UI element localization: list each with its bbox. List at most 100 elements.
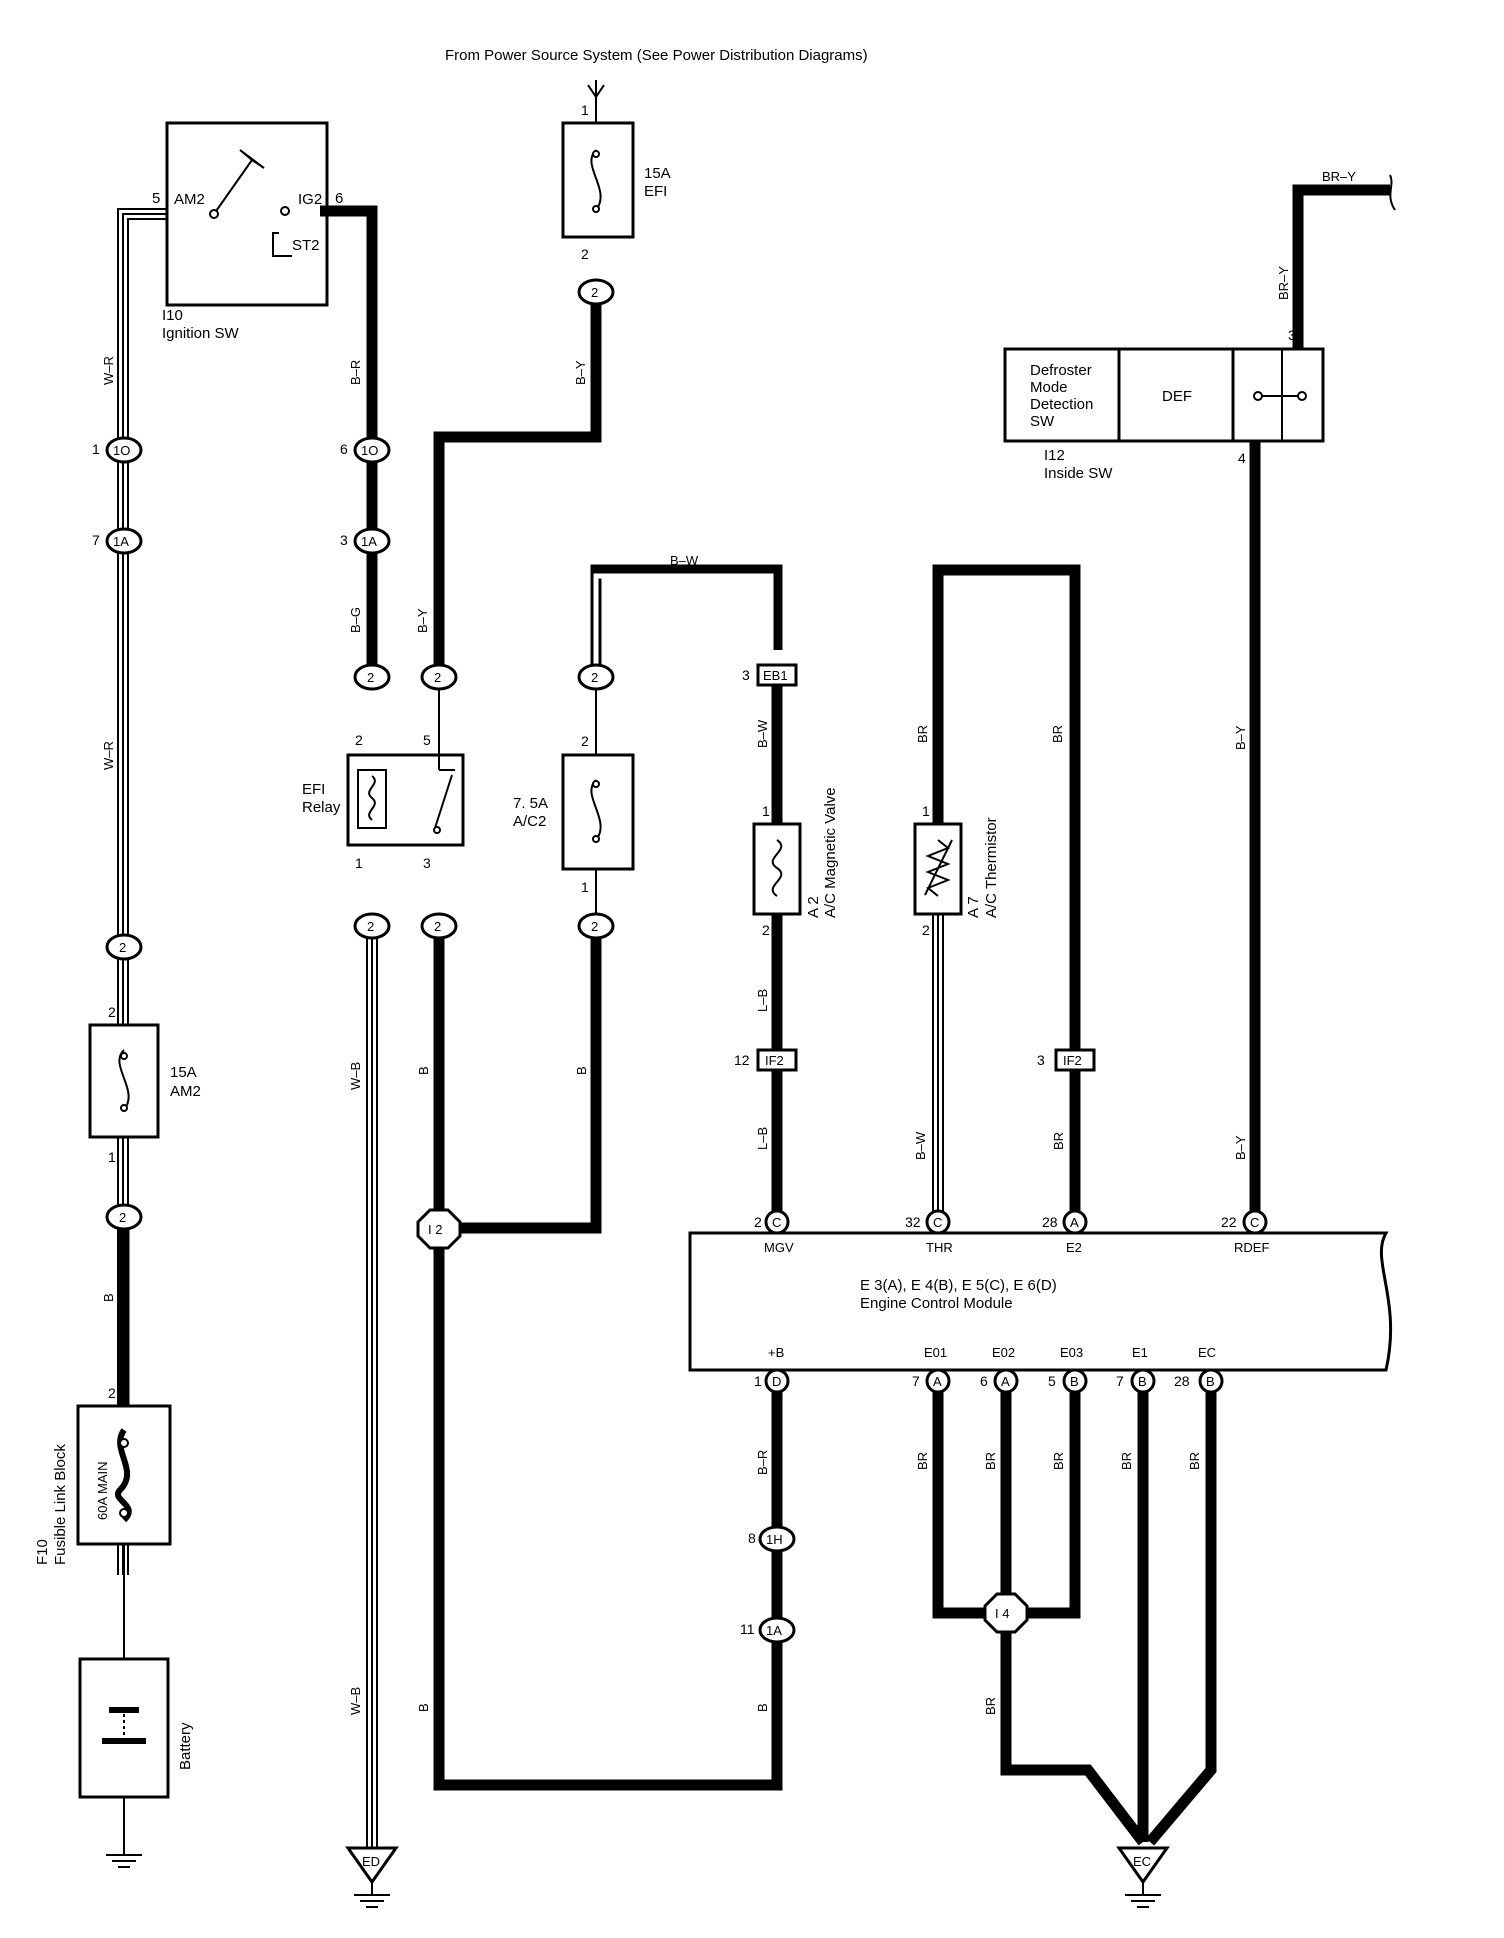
ecm-pin-e02: 6 A (980, 1368, 1019, 1394)
ign-pin-am2: 5 (152, 190, 160, 207)
svg-text:IF2: IF2 (1063, 1053, 1082, 1068)
wire-label-b-y-1: B–Y (573, 360, 588, 385)
svg-text:2: 2 (434, 919, 441, 934)
wire-label-br-y-2: BR–Y (1276, 266, 1291, 300)
connector-if2-valve: 12 IF2 (734, 1048, 798, 1072)
svg-text:AM2: AM2 (170, 1083, 201, 1100)
svg-text:1: 1 (762, 803, 770, 819)
wire-label-l-b-2: L–B (755, 1127, 770, 1150)
svg-text:I 4: I 4 (995, 1606, 1009, 1621)
ecm-pin-e2: 28 A E2 (1042, 1209, 1088, 1255)
wire-label-br-ec: BR (1187, 1452, 1202, 1470)
connector-2-left-upper: 2 (105, 933, 143, 961)
svg-text:Engine Control Module: Engine Control Module (860, 1295, 1013, 1312)
svg-text:7: 7 (912, 1373, 920, 1389)
wire-label-w-b-2: W–B (348, 1687, 363, 1715)
wire-label-l-b-1: L–B (755, 989, 770, 1012)
svg-text:E2: E2 (1066, 1240, 1082, 1255)
svg-text:5: 5 (423, 732, 431, 748)
connector-2-relay-out3: 2 (420, 912, 458, 940)
ecm-pin-e01: 7 A (912, 1368, 951, 1394)
wire-label-b-2: B (416, 1703, 431, 1712)
wire-label-b-w-3: B–W (913, 1131, 928, 1160)
svg-text:11: 11 (740, 1621, 755, 1637)
ign-term-st2: ST2 (292, 237, 320, 254)
svg-text:C: C (933, 1215, 942, 1230)
ign-pin-ig2: 6 (335, 190, 343, 207)
svg-text:60A MAIN: 60A MAIN (95, 1461, 110, 1520)
wire-br-loop (932, 564, 1081, 1050)
svg-text:3: 3 (423, 855, 431, 871)
svg-text:1A: 1A (766, 1623, 782, 1638)
ecm-term-plus-b: +B (768, 1345, 784, 1360)
wire-b-r-ig2 (320, 205, 378, 683)
svg-text:7: 7 (1116, 1373, 1124, 1389)
wire-label-br-2: BR (1050, 725, 1065, 743)
svg-text:1: 1 (355, 855, 363, 871)
svg-text:2: 2 (591, 670, 598, 685)
svg-text:D: D (772, 1374, 781, 1389)
svg-text:1A: 1A (113, 534, 129, 549)
wire-b-y-efi (433, 290, 602, 683)
connector-1A-right: 3 1A (340, 527, 391, 555)
svg-text:B: B (1206, 1374, 1215, 1389)
wire-label-br-y-1: BR–Y (1322, 169, 1356, 184)
svg-text:1: 1 (108, 1149, 116, 1165)
svg-text:1O: 1O (361, 443, 378, 458)
ground-ec: EC (1116, 1846, 1170, 1908)
ecm-pin-e03: 5 B (1048, 1368, 1088, 1394)
wire-label-br-e01: BR (915, 1452, 930, 1470)
svg-text:Relay: Relay (302, 799, 341, 816)
svg-text:SW: SW (1030, 413, 1055, 430)
junction-i2: I 2 (416, 1208, 462, 1250)
svg-text:28: 28 (1042, 1214, 1058, 1230)
wire-label-b-r-2: B–R (755, 1450, 770, 1475)
svg-text:2: 2 (355, 732, 363, 748)
svg-text:2: 2 (762, 922, 770, 938)
ign-term-ig2: IG2 (298, 191, 322, 208)
svg-text:IF2: IF2 (765, 1053, 784, 1068)
svg-text:3: 3 (1037, 1052, 1045, 1068)
ecm-pin-rdef: 22 C RDEF (1221, 1209, 1269, 1255)
wire-b-w-thermistor (932, 914, 944, 1216)
ignition-switch: AM2 5 IG2 6 ST2 I10 Ignition SW (152, 121, 343, 342)
connector-2-relay-out1: 2 (353, 912, 391, 940)
svg-text:EB1: EB1 (763, 668, 788, 683)
wire-label-b-w-top: B–W (670, 553, 699, 568)
svg-text:1A: 1A (361, 534, 377, 549)
wire-br-ec (1145, 1392, 1217, 1846)
wire-label-br-3: BR (1051, 1132, 1066, 1150)
wire-label-b-r-top: B–R (348, 360, 363, 385)
svg-text:2: 2 (119, 1210, 126, 1225)
wire-label-br-i4: BR (983, 1697, 998, 1715)
wire-label-w-r-2: W–R (101, 741, 116, 770)
svg-text:E 3(A), E 4(B), E 5(C), E 6(D): E 3(A), E 4(B), E 5(C), E 6(D) (860, 1277, 1057, 1294)
svg-text:32: 32 (905, 1214, 921, 1230)
wire-label-b-1: B (416, 1066, 431, 1075)
svg-text:15A: 15A (170, 1064, 197, 1081)
svg-text:1: 1 (581, 102, 589, 118)
svg-text:B: B (1138, 1374, 1147, 1389)
svg-text:A/C Magnetic Valve: A/C Magnetic Valve (822, 787, 839, 918)
connector-2-relay-in: 2 (353, 663, 391, 691)
svg-text:I12: I12 (1044, 447, 1065, 464)
svg-text:5: 5 (1048, 1373, 1056, 1389)
svg-text:8: 8 (748, 1530, 756, 1546)
ecm-pin-plus-b: 1 D (754, 1368, 790, 1394)
svg-text:12: 12 (734, 1052, 750, 1068)
svg-text:2: 2 (434, 670, 441, 685)
svg-text:EFI: EFI (644, 183, 667, 200)
svg-text:Inside SW: Inside SW (1044, 465, 1113, 482)
svg-text:2: 2 (754, 1214, 762, 1230)
junction-i4: I 4 (983, 1592, 1029, 1634)
svg-text:MGV: MGV (764, 1240, 794, 1255)
wire-br-e02 (1000, 1392, 1148, 1846)
wire-label-b-y-4: B–Y (1233, 1135, 1248, 1160)
svg-text:1O: 1O (113, 443, 130, 458)
svg-text:A 7: A 7 (965, 896, 982, 918)
wire-label-br-e03: BR (1051, 1452, 1066, 1470)
thermistor: 1 2 A 7 A/C Thermistor (913, 803, 1000, 938)
svg-text:3: 3 (742, 667, 750, 683)
wire-label-b-y-3: B–Y (1233, 725, 1248, 750)
